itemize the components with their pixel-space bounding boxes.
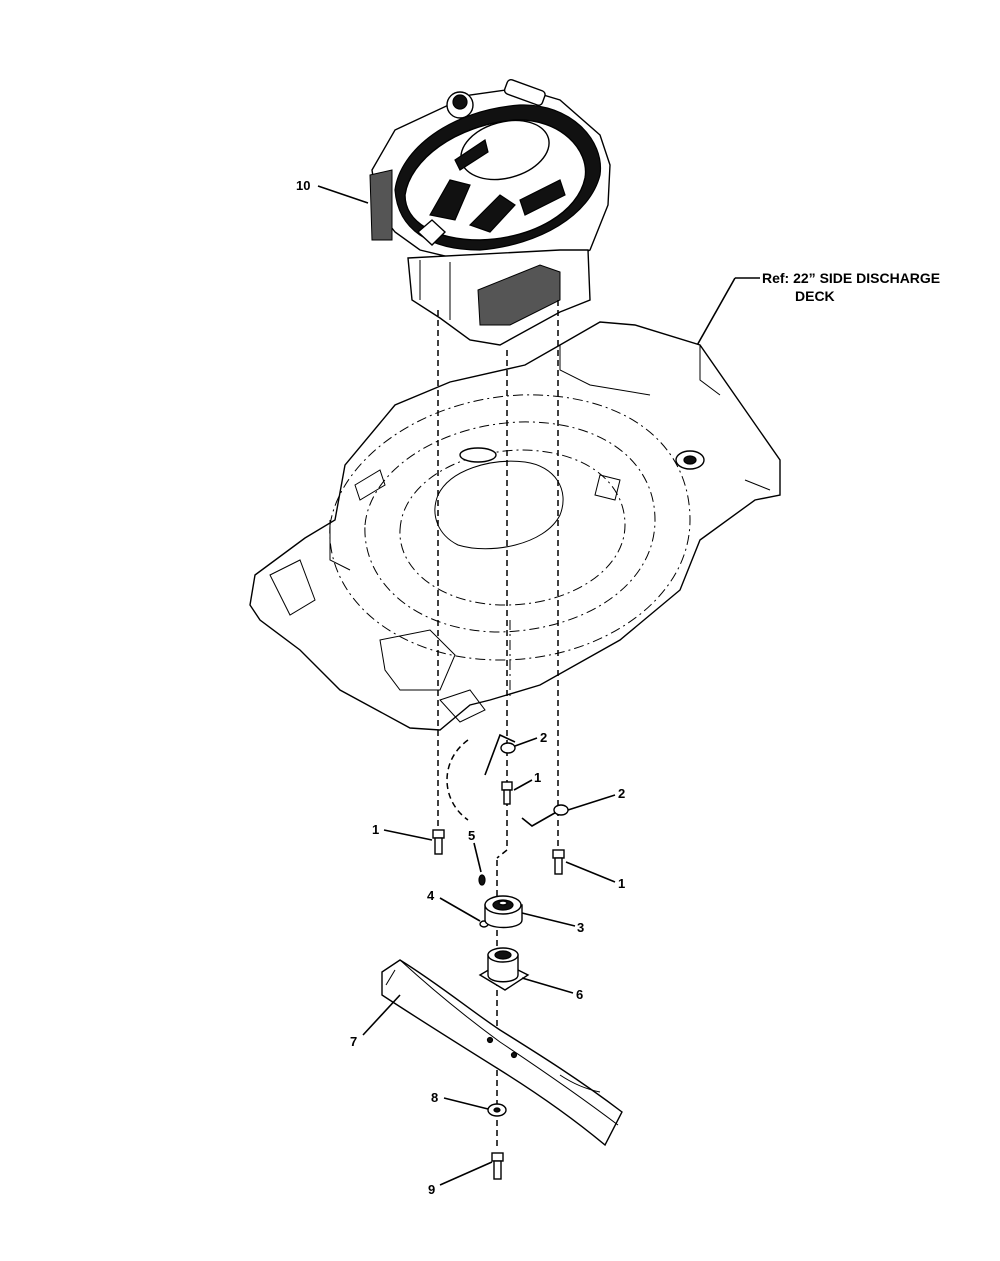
leader-1-center: [513, 779, 533, 791]
callout-1-center: 1: [534, 770, 541, 785]
leader-8: [443, 1097, 489, 1110]
callout-6: 6: [576, 987, 583, 1002]
callout-2-lower: 2: [618, 786, 625, 801]
callout-2-upper: 2: [540, 730, 547, 745]
blade-adapter: [478, 947, 530, 991]
callout-1-left: 1: [372, 822, 379, 837]
blade-bolt: [491, 1152, 504, 1180]
callout-8: 8: [431, 1090, 438, 1105]
clip-upper: [484, 733, 516, 776]
leader-9: [439, 1161, 493, 1186]
leader-2-lower: [567, 794, 616, 811]
callout-4: 4: [427, 888, 435, 903]
leader-5: [473, 842, 482, 873]
leader-7: [362, 994, 401, 1036]
bolt-center: [501, 781, 513, 805]
blade: [381, 959, 623, 1147]
leader-6: [521, 977, 574, 994]
callout-1-right: 1: [618, 876, 625, 891]
leader-1-right: [565, 861, 616, 883]
axis-clip-arc: [446, 739, 469, 821]
leader-1-left: [383, 829, 433, 841]
set-screw: [478, 874, 486, 886]
callout-10: 10: [296, 178, 310, 193]
reference-label-line1: Ref: 22” SIDE DISCHARGE: [762, 270, 940, 286]
leader-4: [439, 897, 481, 922]
callout-5: 5: [468, 828, 475, 843]
leader-3: [521, 912, 576, 927]
washer: [487, 1103, 507, 1117]
mower-deck: [249, 321, 781, 731]
clip-lower: [521, 804, 569, 827]
leader-2-upper: [514, 737, 538, 747]
reference-label-line2: DECK: [795, 288, 835, 304]
callout-9: 9: [428, 1182, 435, 1197]
engine: [369, 79, 611, 346]
callout-3: 3: [577, 920, 584, 935]
leader-10: [317, 185, 369, 204]
callout-7: 7: [350, 1034, 357, 1049]
bolt-left: [432, 829, 445, 855]
bolt-right: [552, 849, 565, 875]
adapter: [484, 895, 523, 929]
